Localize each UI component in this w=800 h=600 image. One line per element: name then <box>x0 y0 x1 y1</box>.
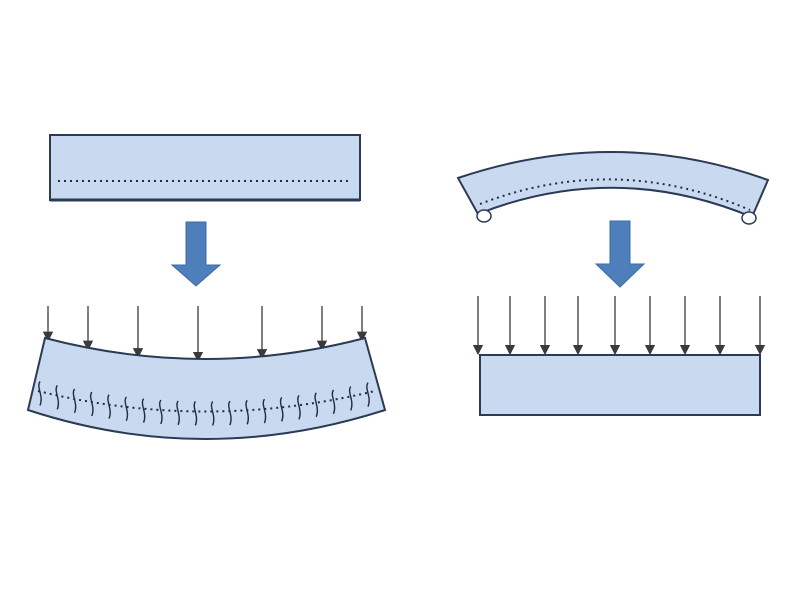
right-curved-beam-dotted-line <box>479 178 751 211</box>
left-bent-beam <box>26 336 387 440</box>
left-bent-beam-tick-13 <box>245 399 249 425</box>
right-curved-beam <box>456 151 770 225</box>
left-bent-beam-tick-8 <box>159 399 163 425</box>
left-bent-beam-tick-7 <box>141 398 146 423</box>
left-bent-beam-ticks <box>38 381 370 426</box>
left-bent-beam-tick-18 <box>331 389 336 415</box>
left-bent-beam-tick-5 <box>107 394 111 419</box>
right-transition-arrow-icon <box>594 220 646 288</box>
left-panel <box>26 134 387 440</box>
left-bent-beam-tick-10 <box>193 401 198 426</box>
left-bent-beam-tick-12 <box>228 400 232 426</box>
right-load-arrows <box>472 296 766 356</box>
left-bent-beam-tick-1 <box>38 381 42 406</box>
left-bent-beam-tick-14 <box>262 398 267 424</box>
left-bent-beam-tick-19 <box>348 386 353 411</box>
left-bent-beam-tick-6 <box>124 396 129 422</box>
right-flat-beam <box>479 354 761 416</box>
left-bent-beam-tick-20 <box>366 382 370 407</box>
left-bent-beam-tick-11 <box>210 401 215 426</box>
left-bent-beam-dotted-line <box>37 390 376 413</box>
right-panel <box>456 151 770 416</box>
left-bent-beam-tick-4 <box>89 391 94 417</box>
left-load-arrows <box>42 306 368 363</box>
left-bent-beam-tick-15 <box>279 397 284 422</box>
left-bent-beam-tick-9 <box>176 400 180 426</box>
left-flat-beam <box>49 134 361 202</box>
left-bent-beam-tick-3 <box>72 388 77 414</box>
left-bent-beam-tick-2 <box>55 385 60 410</box>
left-transition-arrow-icon <box>170 221 222 287</box>
left-bent-beam-tick-17 <box>314 392 319 418</box>
left-bent-beam-tick-16 <box>297 394 301 420</box>
